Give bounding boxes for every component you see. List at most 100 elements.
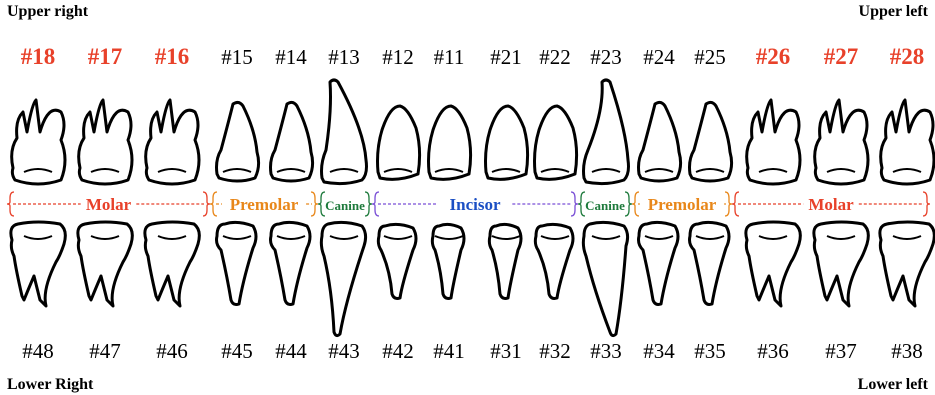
crown-line — [435, 236, 463, 239]
bracket-right-end — [365, 192, 372, 216]
lower-tooth-number: #45 — [221, 339, 253, 363]
crown-line — [696, 169, 724, 172]
crown-line — [827, 169, 855, 172]
upper-tooth-outline — [815, 100, 868, 184]
upper-tooth-number: #16 — [155, 44, 190, 69]
lower-tooth-number: #33 — [590, 339, 622, 363]
crown-line — [696, 236, 724, 239]
bracket-left-end — [632, 192, 639, 216]
crown-line — [492, 236, 520, 239]
lower-tooth-outline — [78, 222, 132, 306]
upper-tooth-outline — [146, 100, 199, 184]
category-label: Premolar — [230, 195, 299, 214]
category-bracket: Premolar — [632, 192, 732, 216]
lower-tooth-outline — [432, 224, 464, 298]
crown-line — [592, 169, 620, 172]
lower-tooth-outline — [145, 222, 199, 306]
category-label: Incisor — [450, 195, 501, 214]
crown-line — [759, 236, 787, 239]
lower-tooth-outline — [217, 222, 257, 304]
crown-line — [384, 169, 412, 172]
crown-line — [592, 236, 620, 239]
bracket-left-end — [578, 192, 585, 216]
crown-line — [541, 169, 569, 172]
crown-line — [91, 236, 119, 239]
lower-tooth-outline — [271, 222, 311, 304]
category-bracket: Molar — [732, 192, 930, 216]
upper-tooth-number: #11 — [434, 45, 465, 69]
lower-tooth-outline — [690, 222, 730, 304]
bracket-right-end — [571, 192, 578, 216]
category-label: Canine — [325, 198, 365, 213]
tooth-column — [145, 100, 199, 306]
crown-line — [645, 169, 673, 172]
crown-line — [492, 169, 520, 172]
upper-tooth-outline — [12, 100, 65, 184]
lower-tooth-number: #48 — [22, 339, 54, 363]
lower-tooth-outline — [11, 222, 65, 306]
crown-line — [158, 236, 186, 239]
upper-tooth-number: #14 — [275, 45, 307, 69]
bracket-right-end — [923, 192, 930, 216]
tooth-column — [880, 100, 934, 306]
lower-tooth-number: #32 — [539, 339, 571, 363]
upper-tooth-number: #22 — [539, 45, 571, 69]
crown-line — [827, 236, 855, 239]
crown-line — [91, 169, 119, 172]
lower-tooth-outline — [535, 224, 573, 298]
lower-tooth-number: #36 — [757, 339, 789, 363]
crown-line — [759, 169, 787, 172]
lower-tooth-outline — [880, 222, 934, 306]
tooth-column — [535, 106, 577, 299]
crown-line — [24, 236, 52, 239]
upper-tooth-number: #24 — [643, 45, 675, 69]
upper-tooth-number: #17 — [88, 44, 123, 69]
upper-tooth-number: #28 — [890, 44, 925, 69]
lower-tooth-number: #31 — [490, 339, 522, 363]
lower-tooth-outline — [746, 222, 800, 306]
lower-tooth-number: #41 — [433, 339, 465, 363]
bracket-left-end — [318, 192, 325, 216]
bracket-left-end — [210, 192, 217, 216]
category-bracket: Canine — [578, 192, 632, 216]
crown-line — [384, 236, 412, 239]
lower-tooth-outline — [489, 224, 521, 298]
category-label: Molar — [808, 195, 854, 214]
category-bracket: Molar — [7, 192, 210, 216]
bracket-right-end — [625, 192, 632, 216]
lower-tooth-number: #42 — [382, 339, 414, 363]
upper-tooth-number: #25 — [694, 45, 726, 69]
category-bracket: Premolar — [210, 192, 318, 216]
crown-line — [158, 169, 186, 172]
bracket-right-end — [203, 192, 210, 216]
lower-tooth-number: #44 — [275, 339, 307, 363]
upper-tooth-number: #23 — [590, 45, 622, 69]
tooth-column — [378, 106, 420, 299]
lower-tooth-outline — [378, 224, 416, 298]
bracket-right-end — [311, 192, 318, 216]
upper-tooth-number: #18 — [21, 44, 56, 69]
lower-tooth-number: #34 — [643, 339, 675, 363]
lower-tooth-number: #37 — [825, 339, 857, 363]
category-label: Canine — [585, 198, 625, 213]
bracket-left-end — [7, 192, 14, 216]
category-label: Premolar — [648, 195, 717, 214]
lower-tooth-number: #35 — [694, 339, 726, 363]
upper-tooth-outline — [79, 100, 132, 184]
upper-tooth-number: #21 — [490, 45, 522, 69]
upper-tooth-number: #12 — [382, 45, 414, 69]
upper-tooth-number: #13 — [328, 45, 360, 69]
category-bracket: Canine — [318, 192, 372, 216]
lower-tooth-outline — [814, 222, 868, 306]
upper-tooth-outline — [747, 100, 800, 184]
bracket-left-end — [732, 192, 739, 216]
crown-line — [435, 169, 463, 172]
lower-tooth-number: #46 — [156, 339, 188, 363]
crown-line — [24, 169, 52, 172]
lower-tooth-number: #38 — [891, 339, 923, 363]
tooth-column — [11, 100, 65, 306]
upper-tooth-number: #26 — [756, 44, 791, 69]
bracket-left-end — [372, 192, 379, 216]
bracket-right-end — [725, 192, 732, 216]
